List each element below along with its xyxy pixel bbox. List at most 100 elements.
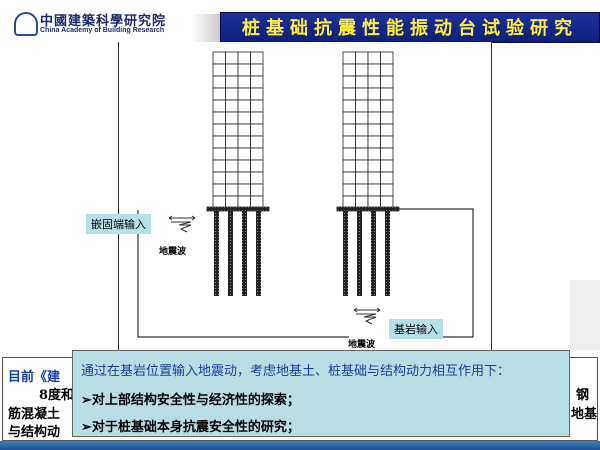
building-cell [225, 171, 239, 185]
building-cell [225, 51, 239, 65]
building-cell [367, 159, 381, 173]
pile [256, 211, 261, 296]
text-line: 目前《建 [8, 370, 61, 385]
building-cell [355, 147, 369, 161]
building-cell [250, 51, 264, 65]
building-cell [225, 183, 239, 197]
building-cell [380, 135, 394, 149]
building-cell [225, 147, 239, 161]
building-cell [380, 195, 394, 209]
building-cell [212, 159, 226, 173]
building-cell [250, 135, 264, 149]
building-cell [367, 87, 381, 101]
building-cell [342, 135, 356, 149]
building-cell [212, 171, 226, 185]
building-cell [342, 159, 356, 173]
building-cell [250, 63, 264, 77]
text-line: 8度和 [39, 388, 75, 403]
building-cell [355, 99, 369, 113]
building-cell [225, 111, 239, 125]
building-cell [237, 159, 251, 173]
building-cell [237, 75, 251, 89]
building-cell [212, 147, 226, 161]
building-cell [380, 171, 394, 185]
building-cell [250, 111, 264, 125]
building-cell [250, 123, 264, 137]
pile [343, 211, 348, 296]
bedrock-input-label: 基岩输入 [389, 319, 443, 339]
text-line: 钢 [576, 388, 590, 403]
building-cell [380, 123, 394, 137]
org-name-en: China Academy of Building Research [40, 27, 165, 34]
pile [385, 211, 390, 296]
text-line: 与结构动 [8, 425, 61, 440]
diagram-drawing [137, 51, 474, 338]
building-cell [212, 75, 226, 89]
building-cell [367, 147, 381, 161]
building-cell [355, 63, 369, 77]
building-cell [250, 171, 264, 185]
building-cell [367, 75, 381, 89]
building-cell [225, 195, 239, 209]
building-cell [250, 87, 264, 101]
building-cell [367, 123, 381, 137]
bullet-text: 对上部结构安全性与经济性的探索； [91, 393, 300, 408]
pile [371, 211, 376, 296]
building-cell [237, 135, 251, 149]
building-cell [380, 51, 394, 65]
building-cell [225, 87, 239, 101]
building-cell [225, 135, 239, 149]
pile-cap [206, 206, 270, 212]
building-cell [225, 123, 239, 137]
building-cell [212, 135, 226, 149]
fixed-end-input-label: 嵌固端输入 [86, 214, 151, 234]
building-cell [212, 183, 226, 197]
building-cell [250, 183, 264, 197]
building-cell [355, 111, 369, 125]
building-cell [355, 123, 369, 137]
logo: 中國建築科學研究院 China Academy of Building Rese… [14, 10, 190, 40]
building-cell [380, 111, 394, 125]
building-cell [237, 171, 251, 185]
building-cell [342, 51, 356, 65]
building-cell [212, 99, 226, 113]
decor-shade [570, 280, 600, 350]
building-cell [342, 87, 356, 101]
building-cell [342, 123, 356, 137]
pile [214, 211, 219, 296]
building-cell [342, 99, 356, 113]
building-cell [367, 183, 381, 197]
callout-bullet: ➢对于桩基础本身抗震安全性的研究； [81, 420, 300, 435]
wave-label: 地震波 [159, 247, 187, 257]
building-cell [355, 51, 369, 65]
soil-boundary [137, 208, 474, 338]
building-cell [225, 99, 239, 113]
building-cell [237, 195, 251, 209]
building-cell [380, 63, 394, 77]
building-cell [367, 99, 381, 113]
building-cell [342, 63, 356, 77]
building-cell [237, 111, 251, 125]
building-cell [237, 99, 251, 113]
building-cell [212, 111, 226, 125]
building-cell [355, 183, 369, 197]
building-cell [380, 183, 394, 197]
building-cell [342, 111, 356, 125]
building-cell [250, 147, 264, 161]
building-cell [237, 51, 251, 65]
text-line: 地基 [571, 407, 598, 422]
building-cell [342, 147, 356, 161]
building-cell [355, 159, 369, 173]
building-cell [237, 87, 251, 101]
org-name-cn: 中國建築科學研究院 [40, 14, 167, 29]
bullet-text: 对于桩基础本身抗震安全性的研究； [91, 420, 300, 435]
pile [228, 211, 233, 296]
building-cell [355, 171, 369, 185]
callout-intro: 通过在基岩位置输入地震动，考虑地基土、桩基础与结构动力相互作用下： [81, 364, 511, 379]
pile [242, 211, 247, 296]
callout-box: 通过在基岩位置输入地震动，考虑地基土、桩基础与结构动力相互作用下： ➢对上部结构… [72, 350, 570, 437]
building-cell [212, 123, 226, 137]
pile-cap [336, 206, 400, 212]
building-cell [380, 159, 394, 173]
wave-icon [168, 215, 381, 325]
